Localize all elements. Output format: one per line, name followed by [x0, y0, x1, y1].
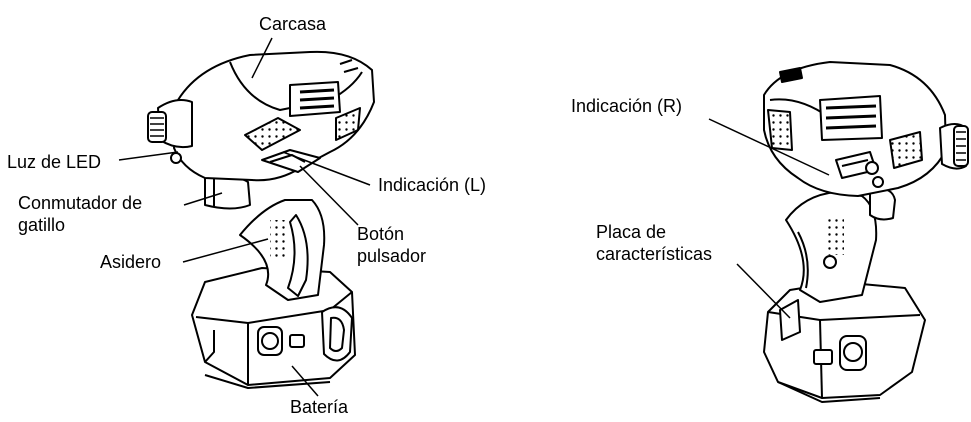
leader-carcasa — [251, 37, 273, 79]
label-indicacion-l: Indicación (L) — [378, 175, 487, 195]
label-placa-line2: características — [596, 244, 713, 264]
leader-luz-led — [118, 151, 179, 161]
label-asidero: Asidero — [100, 252, 162, 272]
left-housing — [173, 50, 375, 182]
label-conmutador-line1: Conmutador de — [18, 193, 143, 213]
right-chuck — [939, 123, 969, 170]
label-bateria: Batería — [290, 397, 349, 417]
left-impact-driver — [147, 50, 375, 389]
right-battery — [763, 281, 926, 403]
leader-lines — [118, 37, 830, 397]
label-placa-line1: Placa de — [596, 222, 667, 242]
label-boton-line1: Botón — [357, 224, 405, 244]
left-handle — [239, 199, 326, 301]
label-carcasa: Carcasa — [259, 14, 327, 34]
leader-boton — [299, 165, 359, 226]
right-nameplate — [779, 299, 801, 341]
label-luz-led: Luz de LED — [7, 152, 102, 172]
left-chuck — [147, 99, 193, 164]
leader-asidero — [182, 238, 269, 263]
left-battery — [191, 267, 356, 389]
leader-bateria — [291, 365, 319, 397]
right-handle — [785, 191, 878, 303]
leader-indicacion-r — [708, 118, 830, 176]
right-impact-driver — [763, 61, 969, 403]
left-trigger — [204, 174, 251, 210]
leader-conmutador — [183, 192, 223, 206]
leader-indicacion-l — [282, 151, 371, 186]
label-indicacion-r: Indicación (R) — [571, 96, 683, 116]
leader-placa — [736, 263, 791, 319]
right-housing — [763, 61, 947, 197]
label-boton-line2: pulsador — [357, 246, 427, 266]
label-conmutador-line2: gatillo — [18, 215, 66, 235]
